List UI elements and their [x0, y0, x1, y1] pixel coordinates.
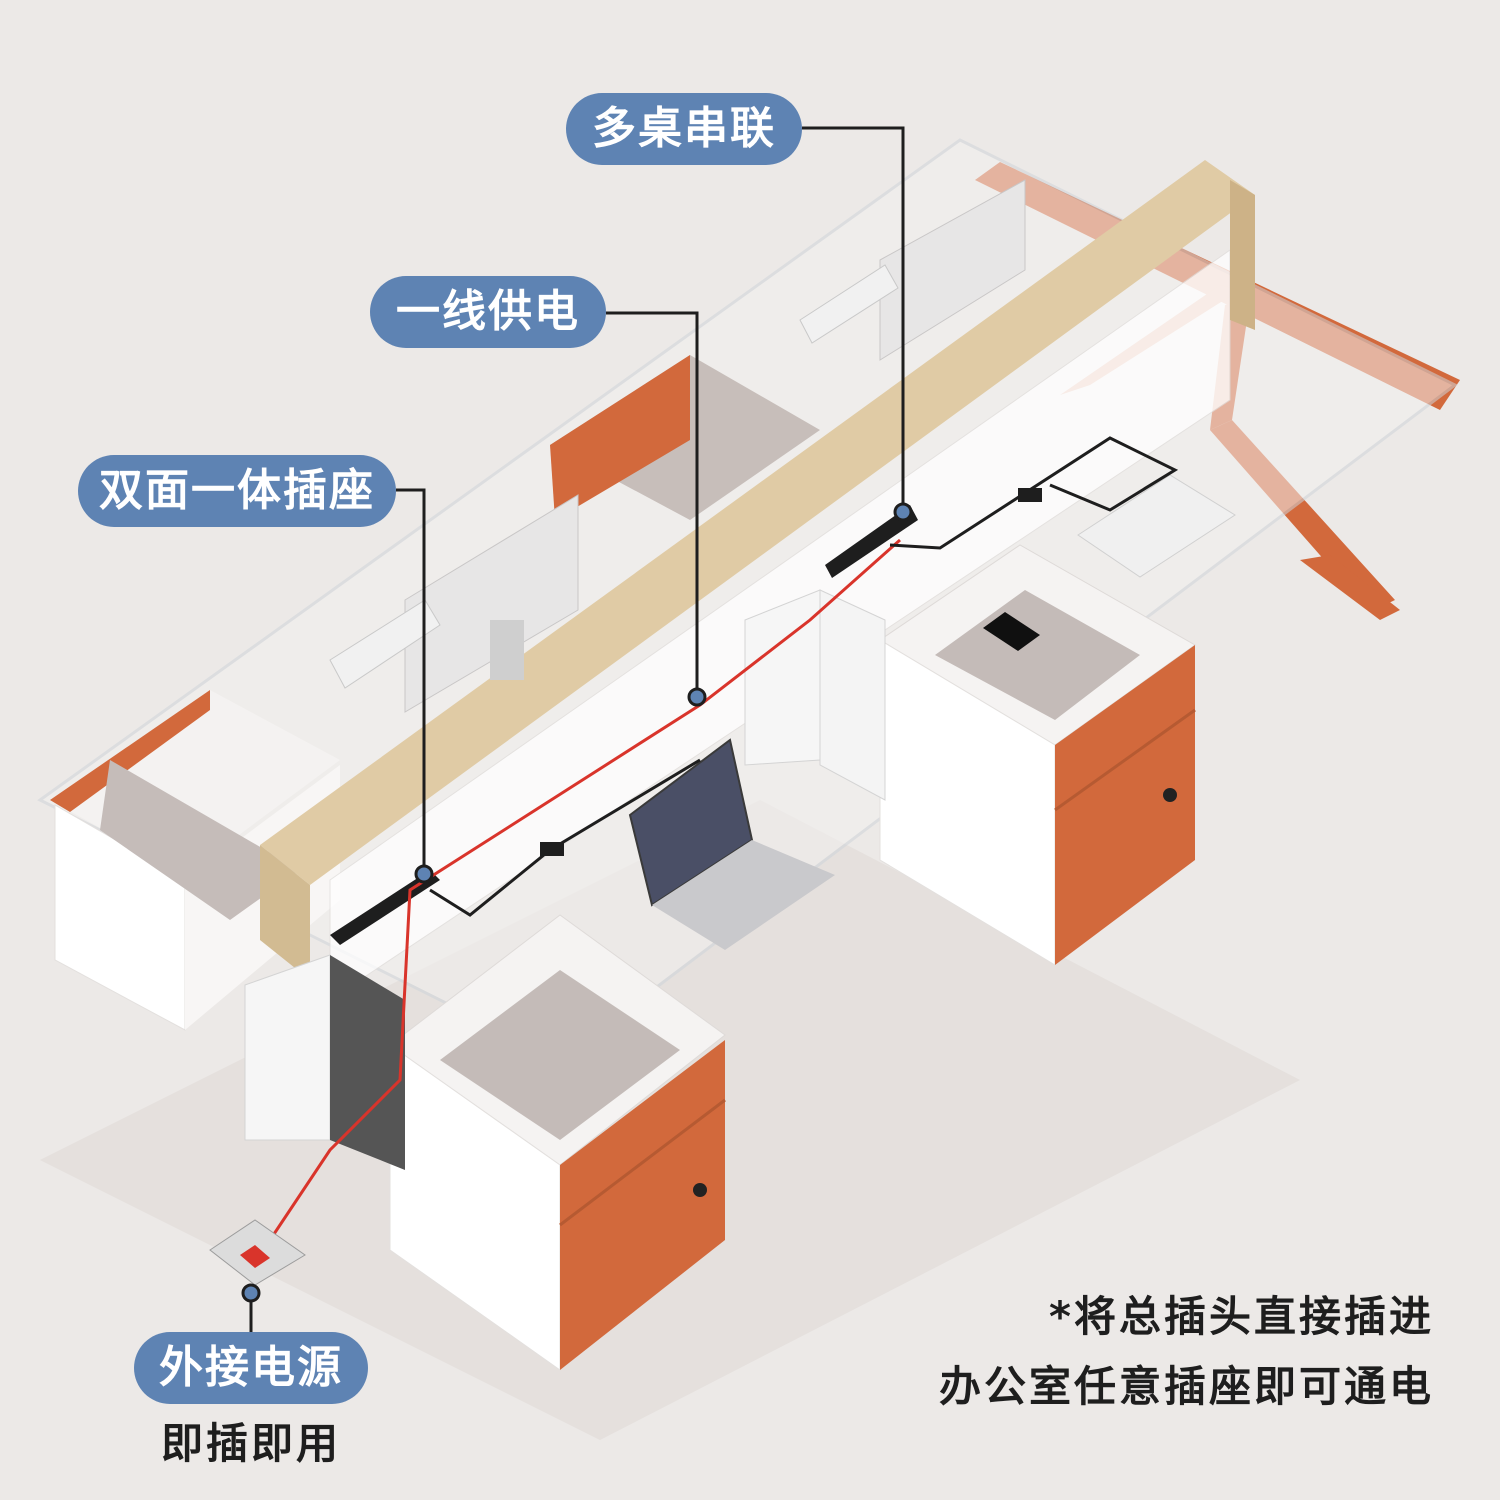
laptop-open: [628, 738, 835, 950]
callout-multi-desk-series: 多桌串联: [566, 93, 802, 165]
usage-note: *将总插头直接插进 办公室任意插座即可通电: [939, 1282, 1434, 1422]
external-power-subtitle: 即插即用: [160, 1419, 341, 1468]
phone-on-charger: [983, 612, 1040, 651]
keyboard-front: [329, 599, 441, 689]
laptop-closed: [1077, 474, 1236, 578]
callout-double-sided-socket: 双面一体插座: [78, 455, 396, 527]
cabinet-back: [550, 355, 820, 520]
monitor-back: [879, 179, 1026, 361]
pc-tower-left: [244, 954, 405, 1170]
cabinet-front-left: [389, 914, 726, 1371]
callout-single-line-power: 一线供电: [370, 276, 606, 348]
wood-rail: [260, 160, 1255, 980]
monitor-front: [404, 494, 579, 713]
power-strip-back: [825, 505, 918, 578]
pc-tower-right: [744, 589, 886, 801]
callout-leaders: [249, 126, 905, 1332]
cabinet-right: [879, 544, 1196, 966]
callout-dots: [241, 502, 913, 1303]
callout-external-power: 外接电源: [134, 1332, 368, 1404]
usage-note-line-2: 办公室任意插座即可通电: [938, 1362, 1434, 1411]
usage-note-line-1: *将总插头直接插进: [1049, 1292, 1434, 1341]
keyboard-back: [799, 264, 899, 344]
cables: [248, 436, 1179, 1271]
floor-outlet: [209, 1219, 306, 1286]
